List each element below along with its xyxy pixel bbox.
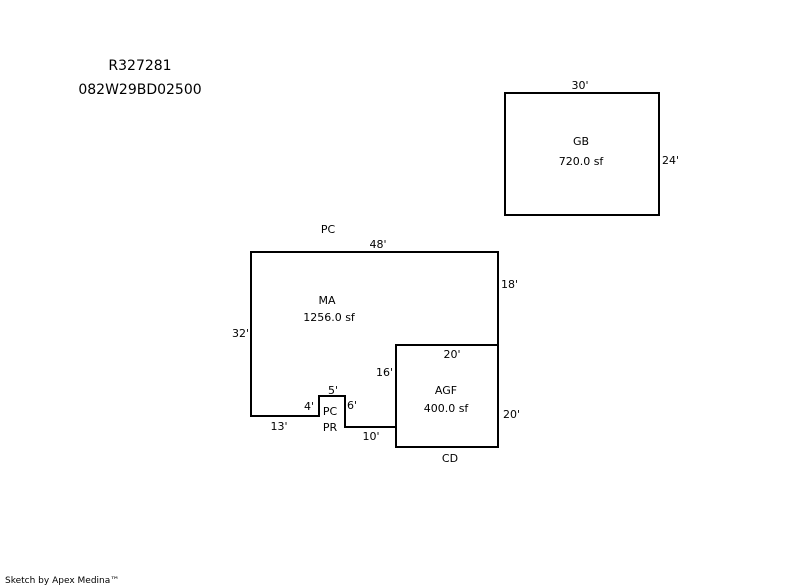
footer-credit: Sketch by Apex Medina™	[5, 576, 119, 586]
ma-left-dim: 32'	[232, 327, 249, 340]
step-left-dim: 4'	[304, 400, 314, 413]
agf-bottom-label: CD	[442, 452, 458, 465]
parcel-id: R327281	[108, 58, 171, 74]
ma-code: MA	[318, 294, 335, 307]
gb-outline	[504, 92, 660, 216]
agf-code: AGF	[435, 384, 457, 397]
step-top-dim: 5'	[328, 384, 338, 397]
bottom-right-dim: 10'	[362, 430, 379, 443]
gb-code: GB	[573, 135, 589, 148]
agf-area: 400.0 sf	[424, 402, 470, 415]
pr-code-1: PC	[323, 405, 338, 418]
ma-right-dim: 18'	[501, 278, 518, 291]
map-number: 082W29BD02500	[78, 82, 201, 98]
agf-right-dim: 20'	[503, 408, 520, 421]
ma-top-dim: 48'	[369, 238, 386, 251]
step-right-dim: 6'	[347, 399, 357, 412]
ma-area: 1256.0 sf	[303, 311, 356, 324]
gb-top-dim: 30'	[571, 79, 588, 92]
gb-right-dim: 24'	[662, 154, 679, 167]
ma-top-label: PC	[321, 223, 336, 236]
inner-left-dim: 16'	[376, 366, 393, 379]
agf-outline	[395, 344, 499, 448]
gb-area: 720.0 sf	[559, 155, 605, 168]
agf-top-dim: 20'	[443, 348, 460, 361]
ma-outline	[250, 251, 499, 428]
pr-code-2: PR	[323, 421, 338, 434]
ma-bottom-dim: 13'	[270, 420, 287, 433]
